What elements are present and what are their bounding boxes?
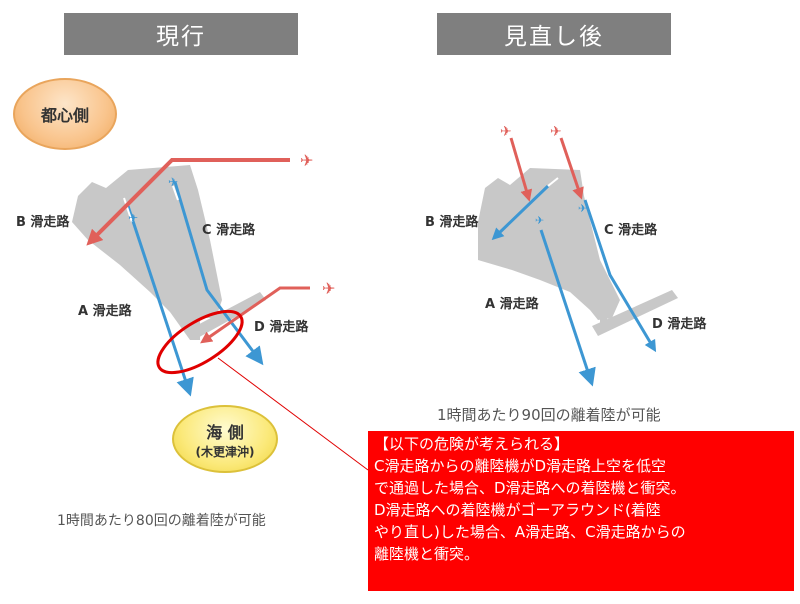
landing-paths-left: ✈ ✈: [86, 151, 335, 344]
warning-title: 【以下の危険が考えられる】: [374, 435, 570, 453]
runway-d-strip-right: [592, 290, 678, 336]
plane-icon: ✈: [535, 214, 544, 227]
takeoff-paths-right: ✈ ✈: [491, 177, 657, 387]
runway-b-label-left: B 滑走路: [16, 215, 70, 230]
runway-b-label-right: B 滑走路: [425, 215, 479, 230]
runway-d-label-left: D 滑走路: [254, 320, 309, 335]
header-revised: 見直し後: [437, 13, 671, 55]
warning-line: D滑走路への着陸機がゴーアラウンド(着陸: [374, 501, 661, 519]
caption-revised: 1時間あたり90回の離着陸が可能: [437, 406, 661, 424]
caption-current: 1時間あたり80回の離着陸が可能: [57, 513, 266, 529]
warning-callout: 【以下の危険が考えられる】 C滑走路からの離陸機がD滑走路上空を低空 で通過した…: [368, 431, 794, 591]
runway-d-label-right: D 滑走路: [652, 317, 707, 332]
plane-icon: ✈: [550, 124, 562, 140]
plane-icon: ✈: [322, 279, 335, 298]
header-current: 現行: [64, 13, 298, 55]
sea-side-badge: 海 側 (木更津沖): [172, 405, 278, 473]
runway-a-label-right: A 滑走路: [485, 297, 539, 312]
runway-a-label-left: A 滑走路: [78, 304, 132, 319]
sea-side-label: 海 側: [206, 422, 244, 442]
plane-icon: ✈: [128, 211, 138, 225]
warning-line: やり直し)した場合、A滑走路、C滑走路からの: [374, 523, 686, 541]
warning-line: で通過した場合、D滑走路への着陸機と衝突。: [374, 479, 686, 497]
plane-icon: ✈: [500, 124, 512, 140]
takeoff-paths-left: ✈ ✈: [123, 175, 264, 397]
danger-highlight-ellipse: [156, 309, 244, 375]
city-side-badge: 都心側: [13, 78, 117, 150]
warning-line: C滑走路からの離陸機がD滑走路上空を低空: [374, 457, 667, 475]
plane-icon: ✈: [168, 175, 178, 189]
city-side-label: 都心側: [40, 106, 89, 125]
plane-icon: ✈: [300, 151, 313, 170]
plane-icon: ✈: [578, 202, 587, 215]
landing-paths-right: ✈ ✈: [500, 124, 584, 202]
sea-side-sublabel: (木更津沖): [195, 444, 255, 459]
airport-land-right: [478, 168, 678, 336]
callout-leader-line: [217, 357, 369, 471]
warning-line: 離陸機と衝突。: [374, 545, 480, 563]
runway-c-label-right: C 滑走路: [604, 223, 658, 238]
runway-c-label-left: C 滑走路: [202, 223, 256, 238]
